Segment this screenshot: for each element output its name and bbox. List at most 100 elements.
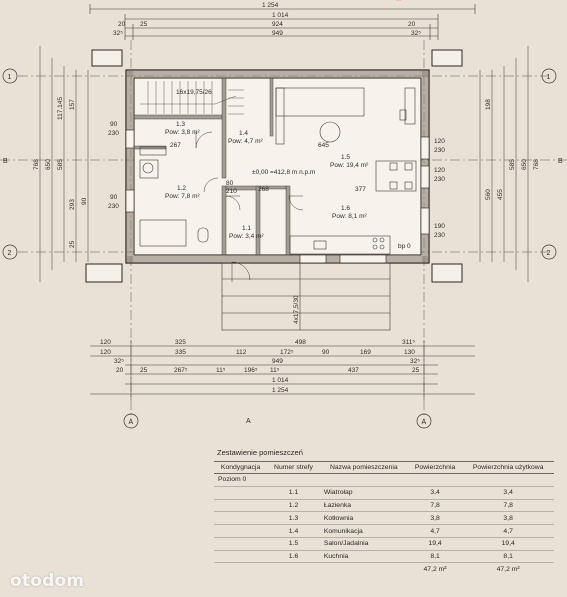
dim-right-190: 190 (434, 223, 445, 230)
total-area: 47,2 m² (423, 565, 447, 573)
dim-b-11a: 11⁵ (216, 367, 226, 374)
header-level: Kondygnacja (214, 461, 268, 474)
dim-left-293: 293 (69, 199, 76, 210)
bathtub (139, 219, 187, 247)
outer-walls (125, 69, 430, 264)
dim-b-498: 498 (295, 339, 306, 346)
dim-267: 267 (170, 142, 181, 149)
dim-right-768: 768 (533, 159, 540, 170)
dim-b-32a: 32⁵ (114, 358, 124, 365)
dim-b-20: 20 (116, 367, 124, 374)
window-openings (125, 129, 430, 264)
dim-b-90: 90 (322, 349, 330, 356)
row-name: Salon/Jadalnia (319, 537, 408, 551)
schedule-table: Kondygnacja Numer strefy Nazwa pomieszcz… (214, 461, 554, 575)
otodom-watermark-logo: otodom (10, 571, 85, 591)
front-stairs-label: 4x17,5/30 (293, 295, 300, 324)
dim-right-230: 230 (434, 147, 445, 154)
room-1-1-area: Pow: 3,4 m² (229, 233, 265, 240)
stairs-label: 16x19,75/26 (176, 89, 212, 96)
floor-plan-drawing: 1 254 1 014 20 25 924 20 32⁵ 949 32⁵ 1 1… (0, 2, 567, 429)
axis-1-right: 1 (547, 74, 551, 81)
row-name: Wiatrołap (319, 486, 408, 500)
toilet (197, 227, 209, 243)
dim-b-335: 335 (175, 349, 186, 356)
dim-right-650: 650 (521, 159, 528, 170)
front-steps (221, 262, 391, 331)
room-1-5-name: 1.5 (341, 154, 350, 161)
dim-left-230b: 230 (108, 203, 119, 210)
dim-b-11b: 11⁵ (270, 367, 280, 374)
dim-377: 377 (355, 186, 366, 193)
room-1-1-name: 1.1 (242, 225, 251, 232)
dim-right-small: 20 (408, 21, 416, 28)
level-mark: ±0,00 =412,8 m n.p.m (252, 169, 315, 176)
room-1-4-name: 1.4 (239, 130, 248, 137)
dim-left-32: 32⁵ (113, 30, 123, 37)
row-number: 1.3 (267, 511, 320, 526)
row-area: 8,1 (407, 550, 463, 564)
row-name: Komunikacja (319, 524, 408, 538)
dim-left-157: 157 (69, 99, 76, 110)
row-usable: 19,4 (462, 537, 554, 551)
axis-bubbles (2, 68, 557, 429)
schedule-title: Zestawienie pomieszczeń (217, 448, 303, 457)
table-row: 1.3 Kotłownia 3,8 3,8 (214, 511, 554, 526)
dim-overall-top: 1 254 (262, 2, 279, 9)
row-area: 4,7 (407, 524, 463, 538)
dim-645: 645 (318, 142, 329, 149)
row-usable: 3,8 (462, 511, 554, 526)
axis-1-left: 1 (8, 74, 12, 81)
coffee-table (319, 121, 341, 143)
table-row: 1.1 Wiatrołap 3,4 3,4 (214, 486, 554, 500)
bp-kitchen: bp 0 (398, 243, 411, 250)
room-1-6-name: 1.6 (341, 205, 350, 212)
dim-b-1014: 1 014 (272, 377, 289, 384)
dim-b-25: 25 (140, 367, 148, 374)
row-number: 1.2 (267, 499, 320, 513)
interior-walls (133, 77, 291, 256)
left-dimension-lines (39, 46, 89, 282)
room-1-6-area: Pow: 8,1 m² (332, 213, 368, 220)
kitchen-counter (289, 235, 391, 255)
room-schedule: Zestawienie pomieszczeń Kondygnacja Nume… (214, 448, 554, 575)
header-usable-area: Powierzchnia użytkowa (462, 461, 554, 474)
dim-left-90c: 90 (81, 197, 88, 205)
dim-right-560: 560 (485, 189, 492, 200)
dim-right-120b: 120 (434, 167, 445, 174)
row-usable: 7,8 (462, 499, 554, 513)
furniture (139, 87, 417, 255)
stamp-text: ... (396, 0, 402, 3)
top-dimension-lines (89, 4, 476, 40)
row-usable: 8,1 (462, 550, 554, 564)
dim-b-32b: 32⁵ (410, 358, 420, 365)
axis-2-right: 2 (547, 250, 551, 257)
dim-left-117: 117.145 (57, 97, 64, 120)
dim-b-196: 196⁵ (244, 367, 258, 374)
level-label: Poziom 0 (214, 473, 268, 487)
total-row: 47,2 m² 47,2 m² (214, 563, 554, 575)
dim-right-32: 32⁵ (411, 30, 421, 37)
room-1-4-area: Pow: 4,7 m² (228, 138, 264, 145)
row-number: 1.5 (267, 537, 320, 551)
right-dimension-lines (479, 46, 529, 282)
row-area: 7,8 (407, 499, 463, 513)
dim-b-120b: 120 (100, 349, 111, 356)
washbasin (142, 162, 154, 174)
schedule-header-row: Kondygnacja Numer strefy Nazwa pomieszcz… (214, 461, 554, 474)
bottom-dimension-lines (90, 340, 475, 400)
dim-b-437: 437 (348, 367, 359, 374)
header-area: Powierzchnia (407, 461, 463, 474)
table-row: 1.6 Kuchnia 8,1 8,1 (214, 550, 554, 564)
axis-b: A (422, 419, 427, 426)
axis-a: A (129, 419, 134, 426)
row-area: 3,8 (407, 511, 463, 526)
dim-b-120a: 120 (100, 339, 111, 346)
dim-mid2-top: 949 (272, 30, 283, 37)
dim-b-172: 172⁵ (280, 349, 294, 356)
dim-b-267: 267⁵ (174, 367, 188, 374)
room-1-2-name: 1.2 (177, 185, 186, 192)
dim-b-112: 112 (236, 349, 247, 356)
dim-left-90b: 90 (110, 194, 118, 201)
